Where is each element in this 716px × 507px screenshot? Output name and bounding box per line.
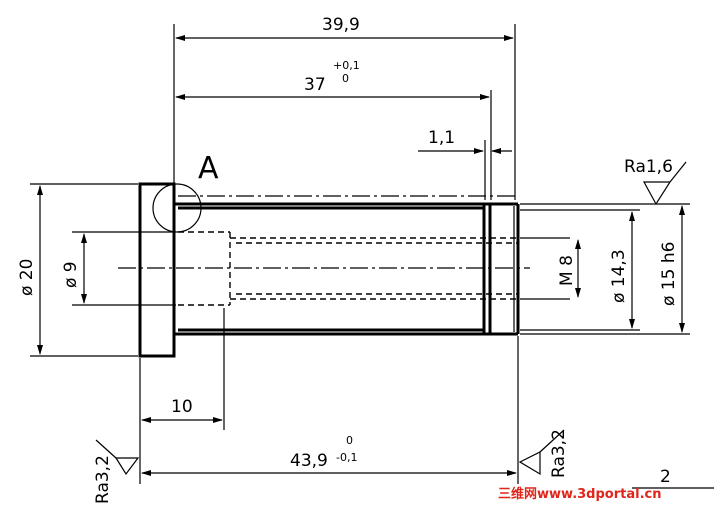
detail-a-label: A	[198, 151, 219, 186]
detail-a-circle	[152, 183, 202, 233]
part-outline	[138, 182, 520, 358]
surface-finish-top-right: Ra1,6	[624, 157, 687, 206]
surface-finish-left-label: Ra3,2	[93, 455, 113, 504]
dim-body-tol-lower: 0	[342, 72, 349, 85]
surface-finish-right: Ra3,2	[518, 429, 569, 478]
dim-head-thickness: 10	[171, 397, 193, 417]
surface-finish-top-right-label: Ra1,6	[624, 157, 673, 177]
dim-partial: 2	[660, 467, 671, 487]
dim-bore-diameter: ø 9	[61, 261, 81, 288]
dim-total-tol-lower: -0,1	[336, 451, 357, 464]
watermark: 三维网www.3dportal.cn	[498, 486, 661, 502]
hidden-bore	[178, 231, 518, 306]
dim-head-diameter: ø 20	[17, 259, 37, 296]
dim-body-length: 37	[304, 75, 326, 95]
dim-groove-width: 1,1	[428, 128, 455, 148]
extension-lines	[30, 24, 690, 484]
head-outline	[138, 182, 176, 358]
dim-groove-diameter: ø 14,3	[609, 249, 629, 303]
dim-shaft-diameter: ø 15 h6	[659, 242, 679, 306]
dim-body-tol-upper: +0,1	[333, 59, 360, 72]
surface-finish-left: Ra3,2	[93, 439, 140, 504]
dim-total-tol-upper: 0	[346, 434, 353, 447]
dim-total-length: 43,9	[290, 451, 328, 471]
dim-thread: M 8	[557, 255, 577, 286]
dim-overall-length: 39,9	[322, 15, 360, 35]
surface-finish-right-label: Ra3,2	[549, 429, 569, 478]
